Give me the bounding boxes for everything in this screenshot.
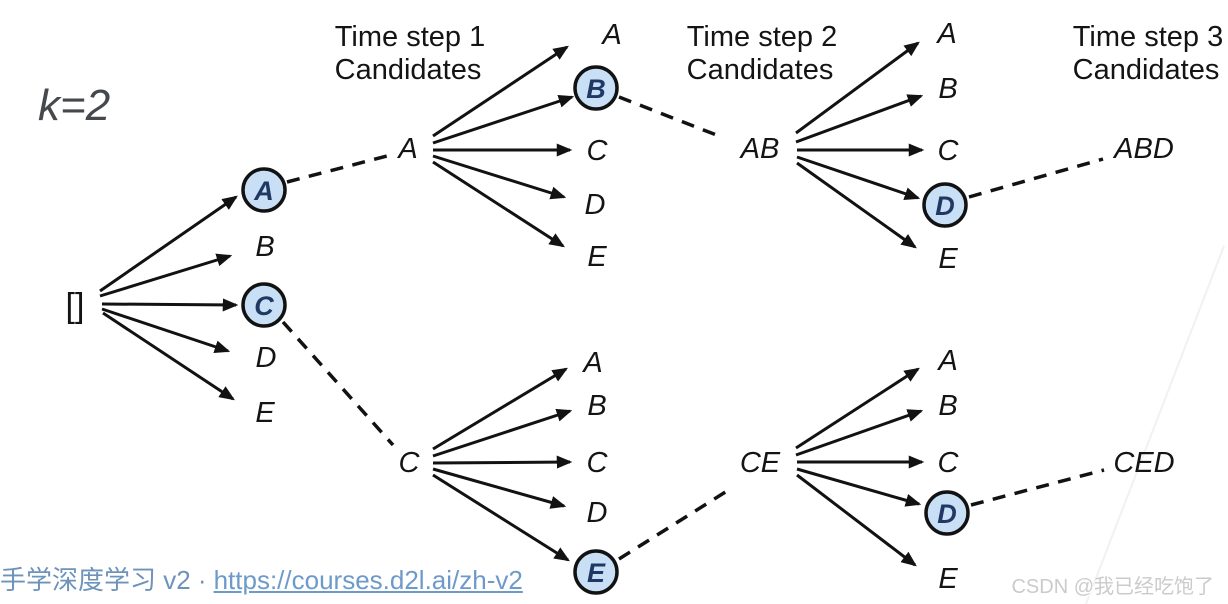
arrow bbox=[101, 307, 231, 354]
header-time-step-3-line-2: Candidates bbox=[1073, 54, 1220, 86]
footer-credit: 手学深度学习 v2 ·https://courses.d2l.ai/zh-v2 bbox=[0, 560, 523, 597]
header-time-step-1-line-2: Candidates bbox=[335, 54, 482, 86]
candidate-letter: B bbox=[255, 231, 274, 263]
selected-node-circle-b bbox=[573, 65, 619, 111]
candidate-letter-selected: D bbox=[937, 499, 957, 529]
arrow bbox=[432, 455, 573, 469]
footer-link[interactable]: https://courses.d2l.ai/zh-v2 bbox=[213, 565, 523, 595]
header-time-step-2-line-2: Candidates bbox=[687, 54, 834, 86]
beam-connector-b-to-ab bbox=[618, 95, 720, 138]
arrow bbox=[795, 409, 924, 457]
csdn-watermark: CSDN @我已经吃饱了 bbox=[1011, 576, 1214, 598]
beam-connector-d-to-abd bbox=[968, 157, 1104, 199]
arrow bbox=[795, 367, 920, 450]
header-time-step-2-line-1: Time step 2 bbox=[687, 21, 837, 53]
hub-label-c: C bbox=[399, 447, 421, 479]
candidate-letter-selected: B bbox=[586, 74, 606, 104]
candidate-letter: A bbox=[936, 345, 957, 377]
selected-node-circle-d-bottom bbox=[924, 490, 970, 536]
result-label-ced: CED bbox=[1113, 447, 1174, 479]
arrow bbox=[99, 195, 238, 293]
candidate-letter: B bbox=[587, 390, 606, 422]
arrows-from-hub-ce bbox=[795, 367, 925, 567]
root-node: [] bbox=[66, 287, 85, 325]
hub-label-ce: CE bbox=[740, 447, 781, 479]
candidate-letter-selected: A bbox=[253, 176, 274, 206]
arrow bbox=[432, 160, 565, 248]
beam-connector-d-to-ced bbox=[970, 468, 1105, 507]
k-label: k=2 bbox=[38, 81, 110, 130]
candidates-step3-bottom: A B C D E bbox=[936, 345, 959, 595]
arrow bbox=[795, 41, 920, 135]
arrows-from-hub-c bbox=[432, 367, 573, 562]
selected-node-circle-d-top bbox=[922, 182, 968, 228]
arrow bbox=[796, 473, 917, 567]
candidates-step1: A B C D E bbox=[253, 176, 276, 429]
candidate-letter: A bbox=[600, 19, 621, 51]
arrow bbox=[795, 94, 924, 144]
arrow bbox=[432, 467, 567, 509]
watermark-diagonal-line bbox=[1085, 245, 1225, 604]
arrow bbox=[796, 155, 921, 200]
candidate-letter-selected: D bbox=[935, 191, 955, 221]
beam-path-connectors bbox=[281, 95, 1105, 561]
candidate-letter: C bbox=[938, 135, 960, 167]
candidate-letter: D bbox=[256, 342, 277, 374]
selected-node-circle-e bbox=[573, 549, 619, 595]
selected-node-circle-c bbox=[241, 282, 287, 328]
candidate-letter: C bbox=[587, 447, 609, 479]
candidate-letter: D bbox=[587, 497, 608, 529]
arrow bbox=[432, 408, 573, 458]
arrow bbox=[432, 94, 575, 145]
candidate-letter: A bbox=[935, 18, 956, 50]
candidate-letter: E bbox=[255, 397, 275, 429]
result-label-abd: ABD bbox=[1112, 133, 1174, 165]
beam-connector-e-to-ce bbox=[618, 489, 728, 561]
beam-connector-a-to-a bbox=[286, 154, 388, 184]
arrow bbox=[796, 467, 922, 507]
selected-node-circles bbox=[241, 65, 970, 595]
beam-connector-c-to-c bbox=[281, 320, 395, 447]
arrow bbox=[796, 161, 917, 249]
candidate-letter: B bbox=[938, 73, 957, 105]
footer-source-text: 手学深度学习 v2 · bbox=[0, 565, 207, 595]
arrow bbox=[432, 154, 567, 200]
candidate-letter: B bbox=[938, 390, 957, 422]
hub-label-ab: AB bbox=[739, 133, 780, 165]
candidates-step2-bottom: A B C D E bbox=[581, 347, 608, 588]
arrows-from-hub-a bbox=[432, 45, 575, 248]
header-time-step-1-line-1: Time step 1 bbox=[335, 21, 485, 53]
candidate-letter: A bbox=[581, 347, 602, 379]
arrows-from-hub-ab bbox=[795, 41, 925, 249]
candidate-letter-selected: C bbox=[254, 291, 274, 321]
candidates-step2-top: A B C D E bbox=[585, 19, 622, 273]
candidates-step3-top: A B C D E bbox=[935, 18, 959, 275]
candidate-letter: E bbox=[587, 241, 607, 273]
selected-node-circle-a bbox=[241, 167, 287, 213]
candidate-letter: D bbox=[585, 189, 606, 221]
header-time-step-3-line-1: Time step 3 bbox=[1073, 21, 1223, 53]
arrows-from-root bbox=[99, 195, 239, 401]
arrow bbox=[99, 253, 233, 298]
candidate-letter-selected: E bbox=[587, 558, 606, 588]
column-headers: Time step 1 Candidates Time step 2 Candi… bbox=[335, 21, 1224, 86]
arrow bbox=[432, 473, 570, 562]
arrow bbox=[432, 45, 569, 138]
candidate-letter: E bbox=[938, 563, 958, 595]
hub-label-a: A bbox=[396, 133, 417, 165]
candidate-letter: C bbox=[587, 135, 609, 167]
arrow bbox=[101, 298, 239, 312]
arrow bbox=[432, 367, 569, 451]
arrow bbox=[102, 311, 235, 401]
candidate-letter: C bbox=[938, 447, 960, 479]
candidate-letter: E bbox=[938, 243, 958, 275]
